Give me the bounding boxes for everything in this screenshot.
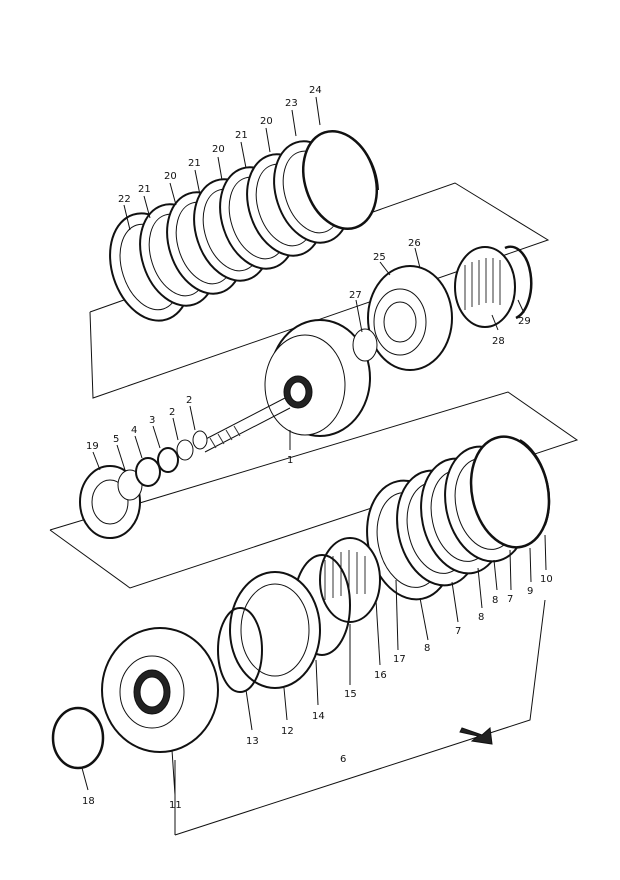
label-2-a: 2 (169, 407, 175, 418)
clutch-drum-assembly (199, 319, 371, 453)
label-1: 1 (287, 455, 293, 466)
label-8-c: 8 (492, 595, 498, 606)
label-3: 3 (149, 415, 155, 426)
label-12: 12 (281, 726, 294, 737)
label-24: 24 (309, 85, 322, 96)
label-21-c: 21 (235, 130, 248, 141)
fwd-arrow-icon (459, 727, 493, 745)
label-21-a: 21 (138, 184, 151, 195)
group-frame-lower (174, 599, 546, 836)
label-20-b: 20 (212, 144, 225, 155)
label-29: 29 (518, 316, 531, 327)
label-11: 11 (169, 800, 182, 811)
label-5: 5 (113, 434, 119, 445)
label-28: 28 (492, 336, 505, 347)
piston-and-spring (352, 245, 533, 371)
part-labels: 22 21 20 21 20 21 20 23 24 25 26 27 28 2… (82, 85, 553, 811)
label-8-b: 8 (478, 612, 484, 623)
label-10: 10 (540, 574, 553, 585)
label-26: 26 (408, 238, 421, 249)
clutch-plate-stack-upper (109, 129, 379, 322)
label-27: 27 (349, 290, 362, 301)
label-6: 6 (340, 754, 346, 765)
shaft-small-parts (79, 430, 208, 539)
label-17: 17 (393, 654, 406, 665)
label-7-b: 7 (507, 594, 513, 605)
label-2-b: 2 (186, 395, 192, 406)
label-20-c: 20 (260, 116, 273, 127)
group-frame-middle (49, 391, 579, 589)
label-16: 16 (374, 670, 387, 681)
label-13: 13 (246, 736, 259, 747)
label-25: 25 (373, 252, 386, 263)
label-15: 15 (344, 689, 357, 700)
clutch-plate-stack-lower (366, 435, 551, 601)
lower-drum-assembly (51, 537, 381, 770)
leader-lines (81, 96, 547, 796)
label-4: 4 (131, 425, 137, 436)
label-8-a: 8 (424, 643, 430, 654)
label-19: 19 (86, 441, 99, 452)
label-9: 9 (527, 586, 533, 597)
label-22: 22 (118, 194, 131, 205)
label-21-b: 21 (188, 158, 201, 169)
label-20-a: 20 (164, 171, 177, 182)
label-14: 14 (312, 711, 325, 722)
label-7-a: 7 (455, 626, 461, 637)
label-18: 18 (82, 796, 95, 807)
label-23: 23 (285, 98, 298, 109)
